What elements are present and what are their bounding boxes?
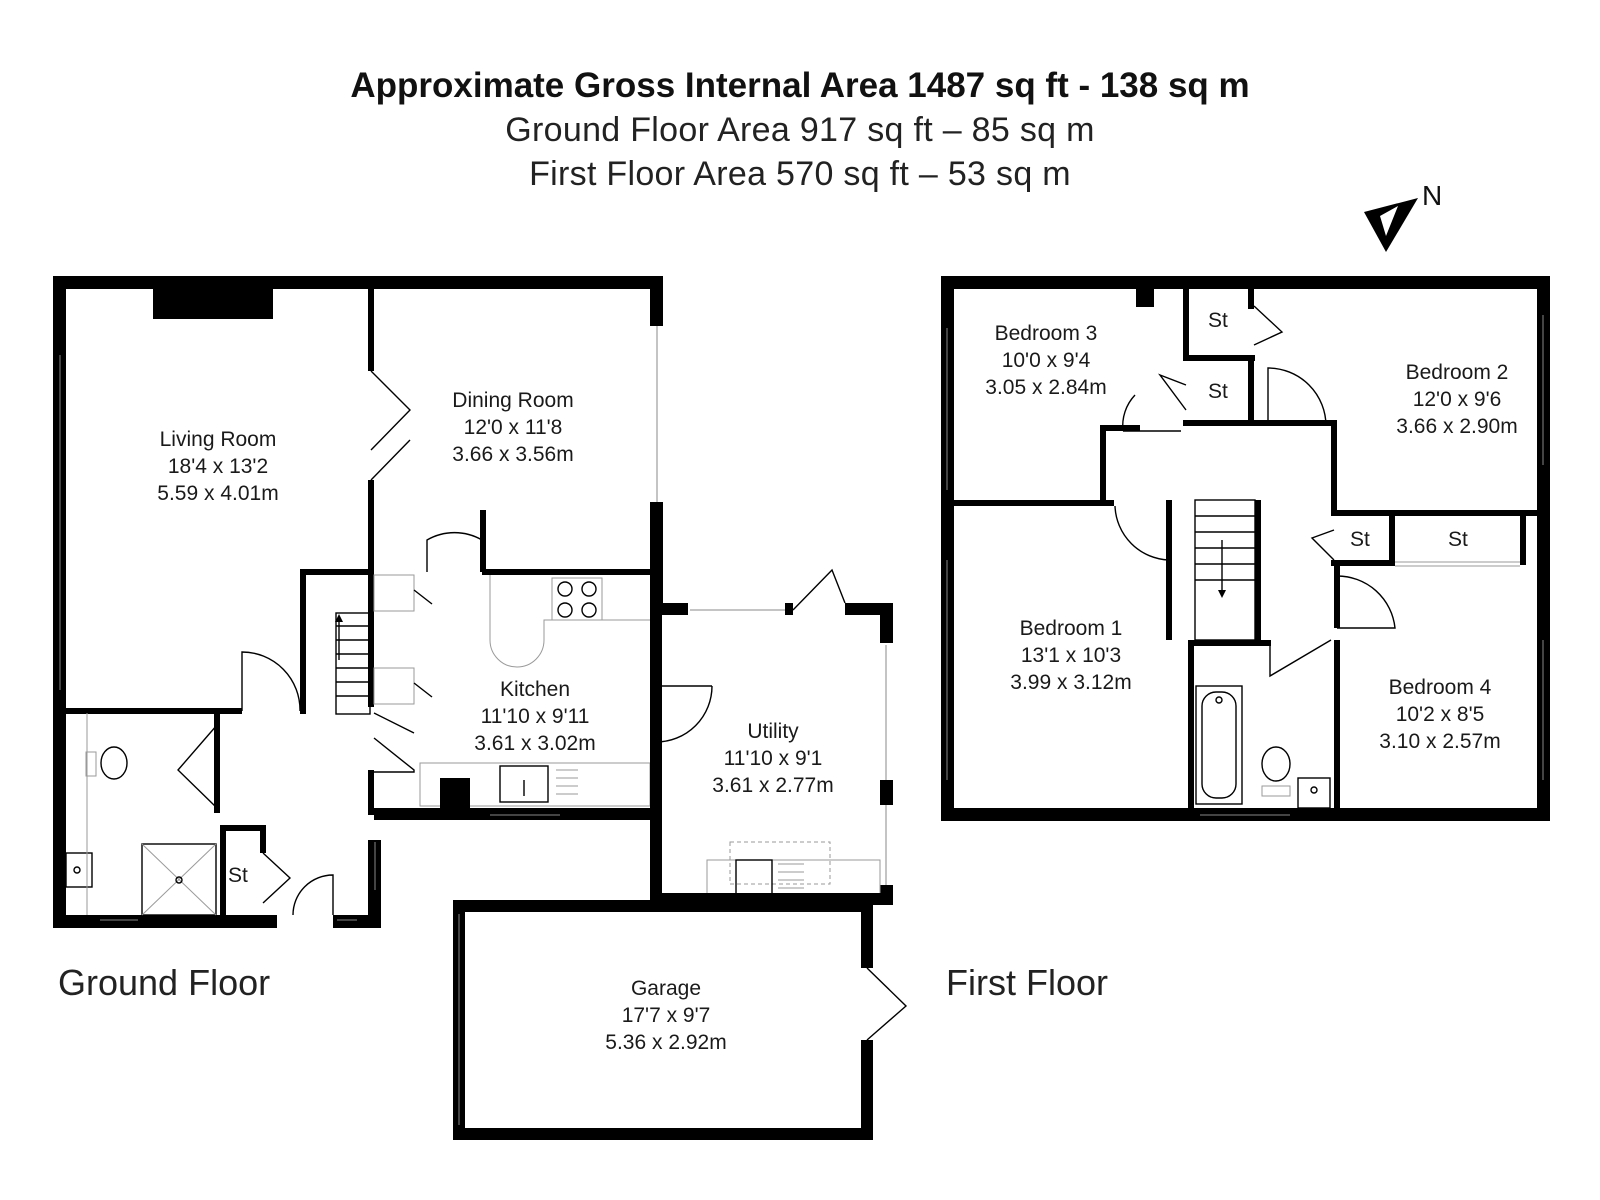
room-name: Utility [747,720,799,743]
room-name: Bedroom 1 [1020,617,1123,640]
room-bedroom1: Bedroom 1 13'1 x 10'3 3.99 x 3.12m [1010,617,1131,694]
kitchen-sink-icon [499,765,578,803]
storage-label-3: St [1350,528,1370,551]
room-metric: 3.66 x 3.56m [452,443,573,466]
room-imperial: 11'10 x 9'11 [481,705,590,728]
gross-area-title: Approximate Gross Internal Area 1487 sq … [350,66,1250,105]
storage-label-ground: St [228,864,248,887]
room-metric: 3.66 x 2.90m [1396,415,1517,438]
basin-icon [65,852,93,888]
compass-north-label: N [1422,180,1442,211]
room-name: Bedroom 2 [1406,361,1509,384]
room-metric: 3.99 x 3.12m [1010,671,1131,694]
room-imperial: 10'2 x 8'5 [1396,703,1485,726]
storage-label-2: St [1208,380,1228,403]
first-floor-caption: First Floor [946,962,1108,1003]
toilet-first-icon [1261,746,1291,797]
basin-first-icon [1297,777,1331,809]
room-kitchen: Kitchen 11'10 x 9'11 3.61 x 3.02m [474,678,595,755]
room-garage: Garage 17'7 x 9'7 5.36 x 2.92m [605,977,726,1054]
room-imperial: 13'1 x 10'3 [1021,644,1121,667]
room-bedroom3: Bedroom 3 10'0 x 9'4 3.05 x 2.84m [985,322,1106,399]
toilet-icon [85,746,128,780]
room-utility: Utility 11'10 x 9'1 3.61 x 2.77m [712,720,833,797]
room-name: Bedroom 4 [1389,676,1492,699]
room-metric: 3.61 x 3.02m [474,732,595,755]
room-metric: 5.36 x 2.92m [605,1031,726,1054]
headline: Approximate Gross Internal Area 1487 sq … [0,64,1600,196]
first-floor-plan: St St St St [941,276,1550,821]
hob-icon [551,577,603,621]
room-bedroom2: Bedroom 2 12'0 x 9'6 3.66 x 2.90m [1396,361,1517,438]
bath-icon [1195,685,1243,805]
room-living: Living Room 18'4 x 13'2 5.59 x 4.01m [157,428,278,505]
stairs-ground [335,612,371,715]
room-name: Dining Room [452,389,573,412]
room-name: Kitchen [500,678,570,701]
room-name: Bedroom 3 [995,322,1098,345]
ground-floor-plan: St [53,276,908,1140]
first-floor-area: First Floor Area 570 sq ft – 53 sq m [529,155,1071,193]
stairs-first [1194,499,1256,641]
room-metric: 3.10 x 2.57m [1379,730,1500,753]
storage-label-1: St [1208,309,1228,332]
ground-floor-area: Ground Floor Area 917 sq ft – 85 sq m [505,111,1095,149]
room-imperial: 12'0 x 9'6 [1413,388,1502,411]
room-bedroom4: Bedroom 4 10'2 x 8'5 3.10 x 2.57m [1379,676,1500,753]
room-imperial: 18'4 x 13'2 [168,455,268,478]
room-name: Garage [631,977,701,1000]
room-metric: 5.59 x 4.01m [157,482,278,505]
room-imperial: 12'0 x 11'8 [464,416,563,439]
ground-floor-caption: Ground Floor [58,962,270,1003]
room-dining: Dining Room 12'0 x 11'8 3.66 x 3.56m [452,389,573,466]
compass-north-icon: N [1364,180,1442,252]
room-metric: 3.05 x 2.84m [985,376,1106,399]
room-imperial: 11'10 x 9'1 [724,747,823,770]
room-imperial: 17'7 x 9'7 [622,1004,711,1027]
shower-icon [141,843,217,916]
room-name: Living Room [160,428,277,451]
utility-sink-icon [706,841,881,901]
storage-label-4: St [1448,528,1468,551]
room-imperial: 10'0 x 9'4 [1002,349,1091,372]
room-metric: 3.61 x 2.77m [712,774,833,797]
